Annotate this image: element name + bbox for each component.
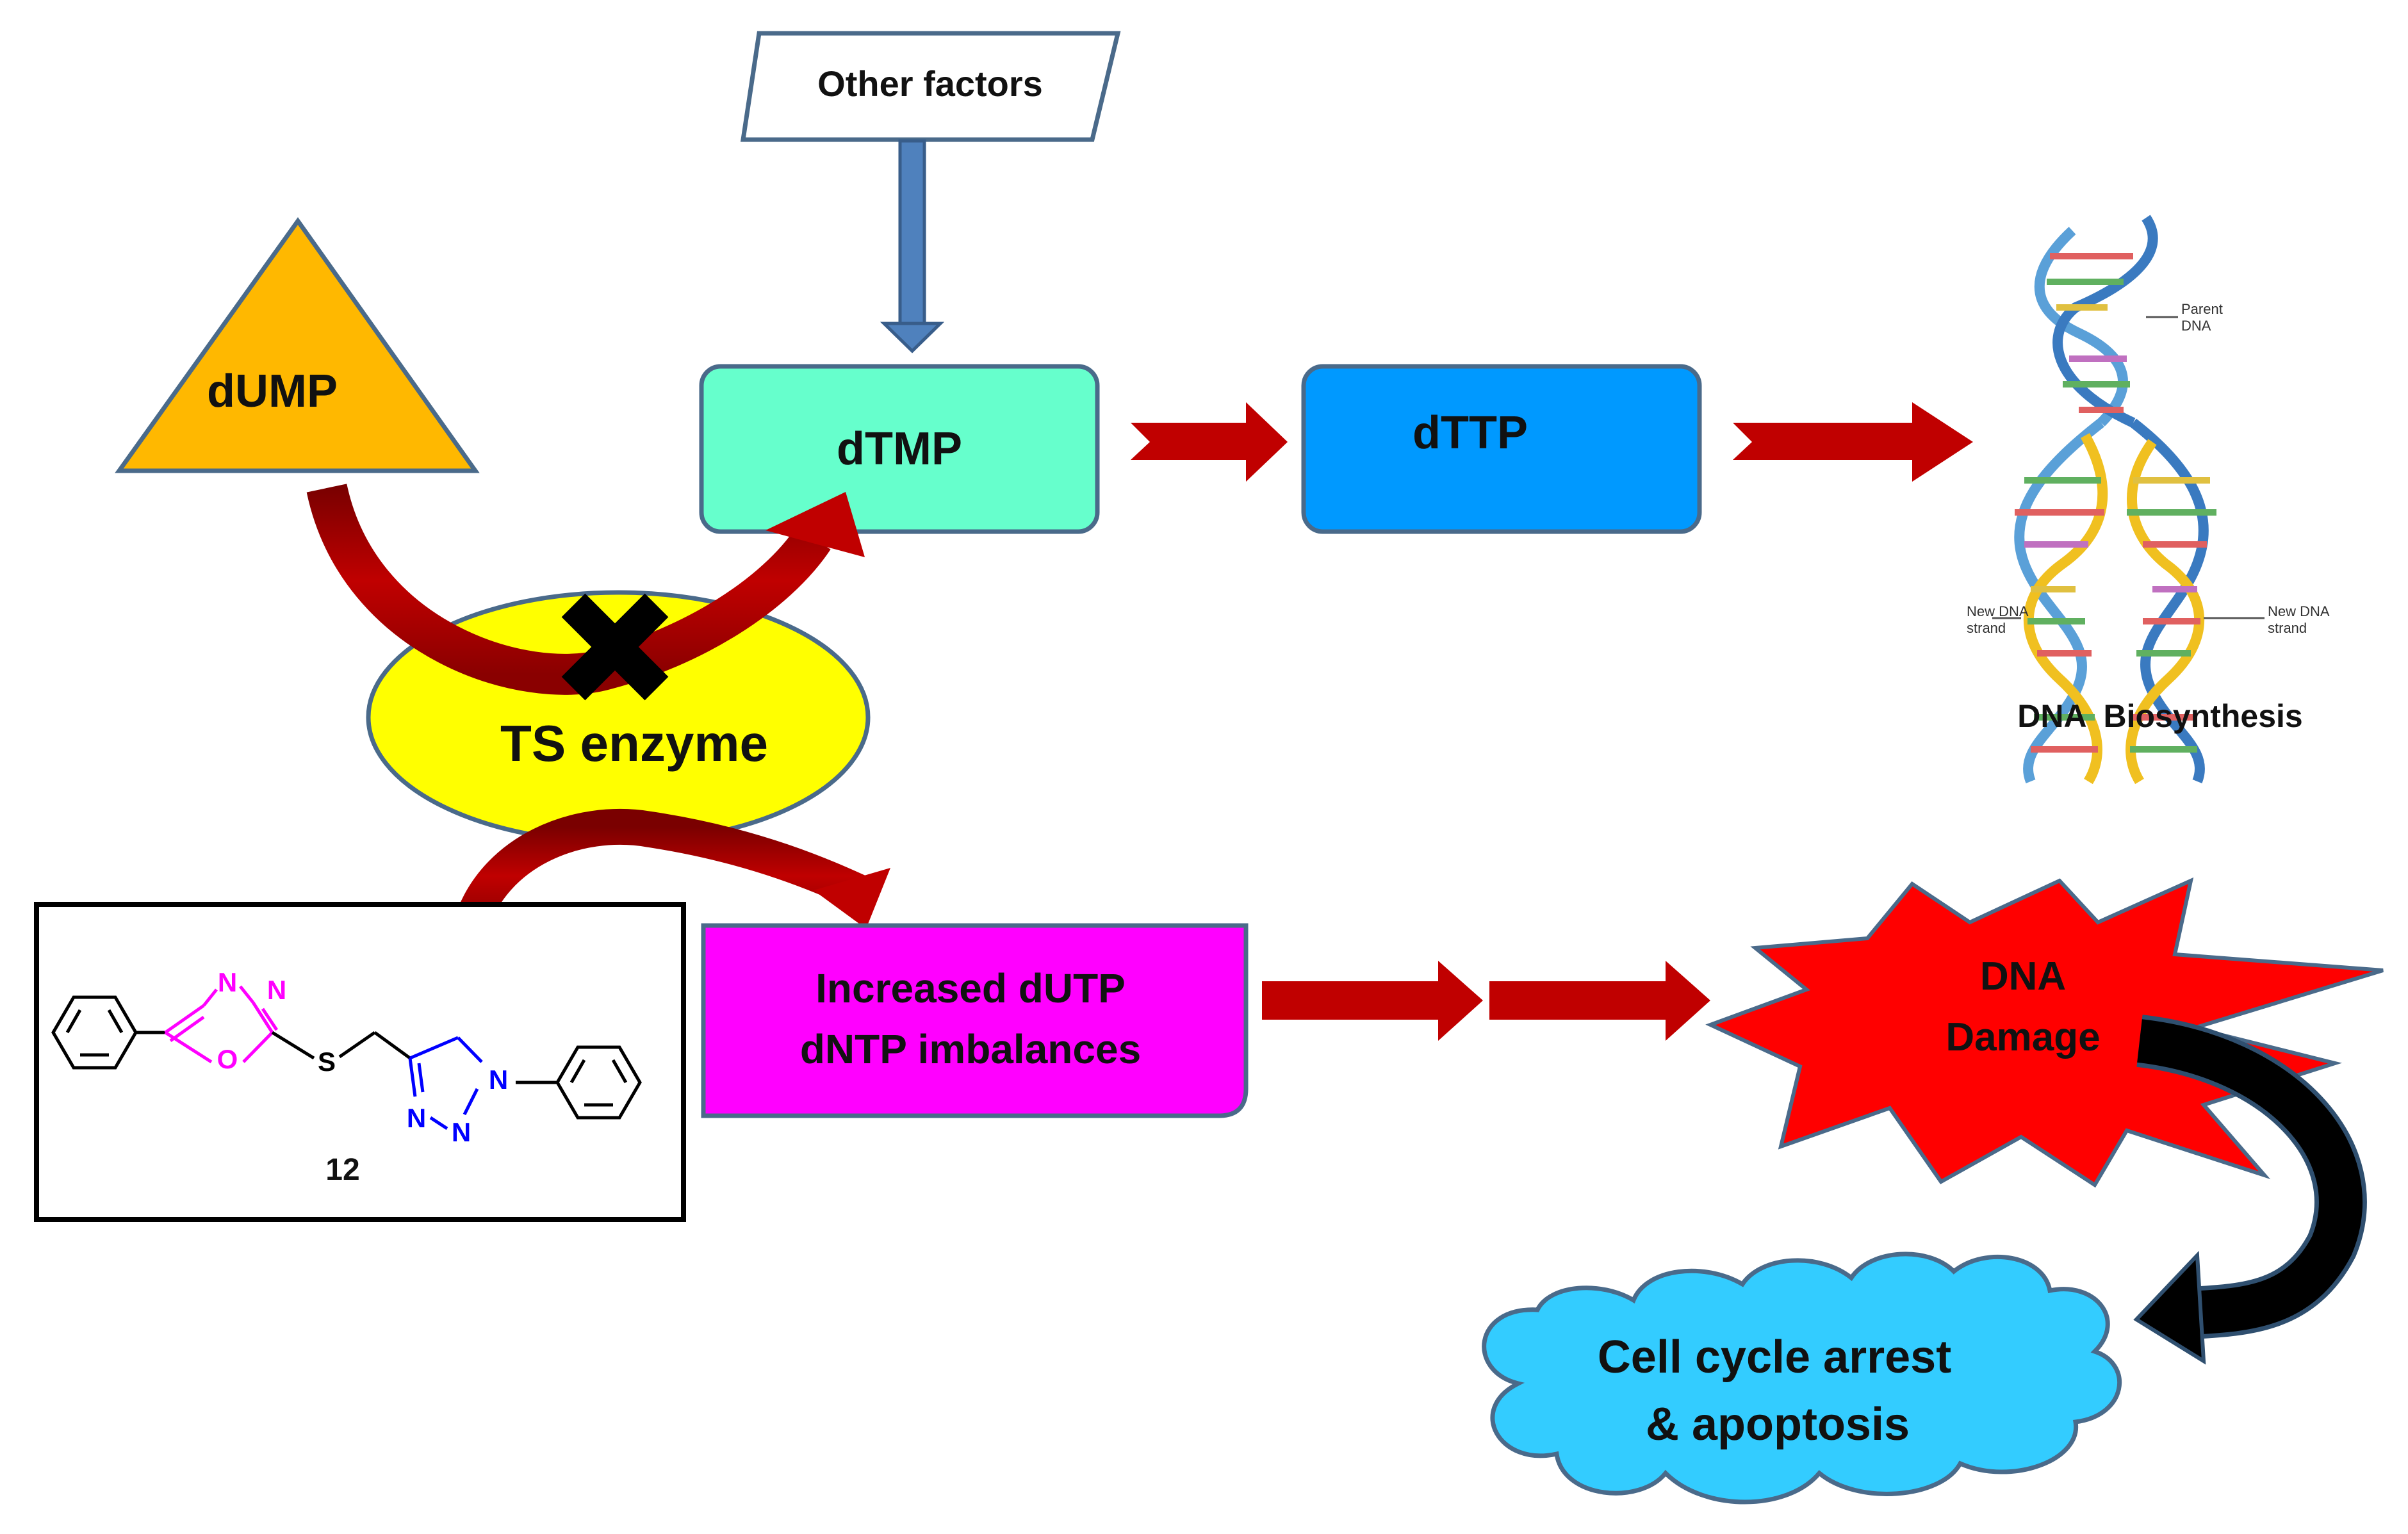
dttp-label: dTTP	[1413, 407, 1528, 459]
blocked-x-icon	[561, 593, 669, 701]
phenyl-ring-left	[51, 995, 165, 1070]
curved-arrow-damage-to-cell-cycle	[2133, 1015, 2367, 1365]
other-factors-label: Other factors	[817, 63, 1043, 104]
dna-damage-label-1: DNA	[1980, 954, 2066, 999]
arrow-dttp-to-dna	[1733, 402, 1973, 482]
atom-s: S	[318, 1047, 336, 1077]
atom-n-tr-3: N	[452, 1117, 471, 1147]
dna-damage-label-2: Damage	[1945, 1015, 2100, 1059]
dtmp-label: dTMP	[837, 423, 962, 475]
dttp-node: dTTP	[1301, 364, 1702, 534]
cell-cycle-label-1: Cell cycle arrest	[1598, 1332, 1951, 1383]
cell-cycle-cloud-node: Cell cycle arrest & apoptosis	[1482, 1252, 2122, 1505]
curved-arrow-compound-to-dutp	[454, 809, 890, 932]
arrow-dutp-to-damage-2	[1489, 961, 1710, 1041]
parent-dna-label-1: Parent	[2181, 301, 2223, 317]
thioether-linker	[271, 1031, 411, 1060]
dna-helix-image: Parent DNA New DNA strand New DNA strand…	[1967, 215, 2330, 785]
compound-12-box: N N O S N N N 12	[34, 902, 686, 1222]
atom-n-tr-2: N	[407, 1103, 426, 1133]
phenyl-ring-right	[516, 1045, 642, 1120]
atom-n-ox-2: N	[267, 975, 286, 1005]
dtmp-node: dTMP	[699, 364, 1100, 534]
dna-damage-node: DNA Damage	[1705, 877, 2384, 1188]
arrow-dutp-to-damage-1	[1262, 961, 1483, 1041]
new-strand-left-label-1: New DNA	[1967, 603, 2029, 619]
dntp-imbalances-label: dNTP imbalances	[800, 1026, 1141, 1072]
atom-n-ox-1: N	[218, 967, 237, 997]
oxadiazole-ring	[164, 985, 279, 1064]
arrow-dtmp-to-dttp	[1131, 402, 1288, 482]
triazole-ring	[408, 1036, 483, 1130]
atom-o-ox: O	[217, 1044, 238, 1074]
new-strand-left-label-2: strand	[1967, 620, 2006, 636]
compound-number: 12	[325, 1153, 359, 1187]
parent-dna-label-2: DNA	[2181, 318, 2211, 334]
ts-enzyme-label: TS enzyme	[500, 715, 768, 772]
blue-down-arrow	[880, 139, 945, 354]
dna-biosynthesis-label: DNA Biosynthesis	[2017, 698, 2302, 734]
dump-node: dUMP	[115, 216, 480, 473]
other-factors-node: Other factors	[740, 31, 1121, 142]
new-strand-right-label-1: New DNA	[2268, 603, 2330, 619]
increased-dutp-node: Increased dUTP dNTP imbalances	[701, 923, 1249, 1118]
new-strand-right-label-2: strand	[2268, 620, 2307, 636]
cell-cycle-label-2: & apoptosis	[1646, 1399, 1910, 1450]
dump-label: dUMP	[207, 366, 338, 417]
increased-dutp-label: Increased dUTP	[815, 965, 1126, 1011]
atom-n-tr-1: N	[489, 1065, 508, 1095]
